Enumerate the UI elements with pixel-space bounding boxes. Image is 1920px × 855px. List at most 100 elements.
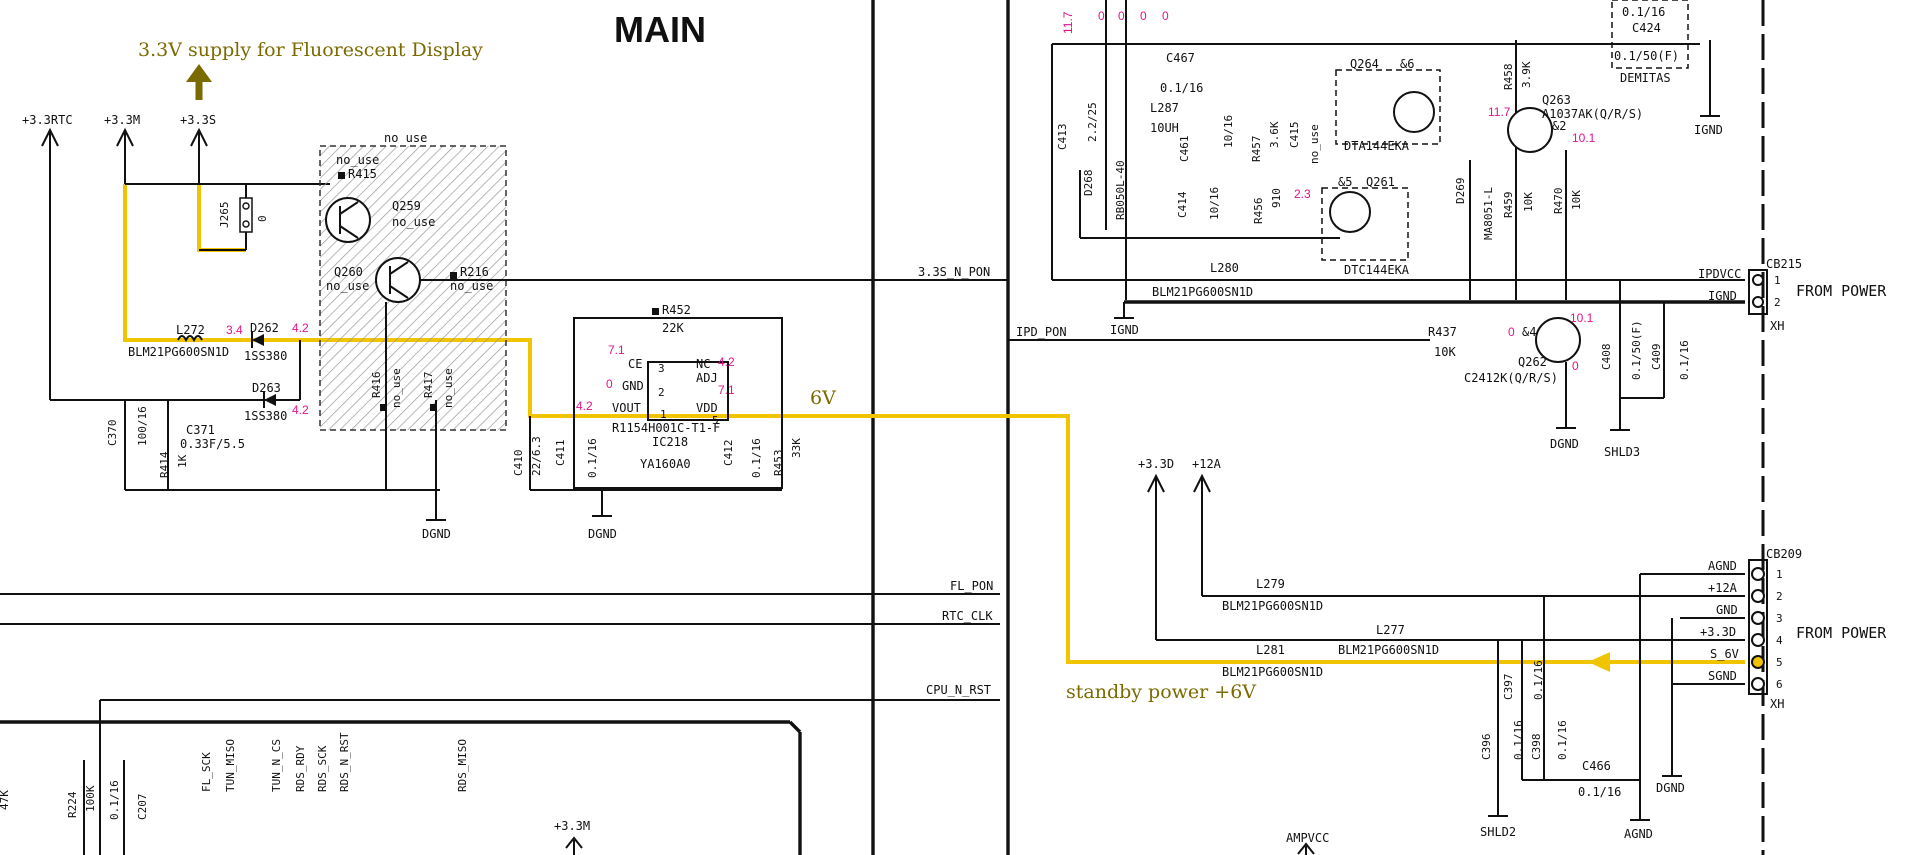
r453-label: R453	[772, 450, 785, 477]
voltage-0-q262: 0	[1508, 325, 1515, 339]
voltage-0-q262-b: 0	[1572, 359, 1579, 373]
net-ignd: IGND	[1708, 289, 1737, 303]
cb209-pin-name: S_6V	[1710, 647, 1739, 661]
l272-value: BLM21PG600SN1D	[128, 345, 229, 359]
c410-label: C410	[512, 450, 525, 477]
r458-value: 3.9K	[1520, 61, 1533, 88]
transistor-q264	[1393, 91, 1435, 133]
c207-label: C207	[136, 794, 149, 821]
c424-top-value: 0.1/16	[1622, 5, 1665, 19]
rail-label-ampvcc: AMPVCC	[1286, 831, 1329, 845]
connector-cb209	[1748, 559, 1768, 695]
c414-value: 10/16	[1208, 187, 1221, 220]
net-cpu-rst: CPU_N_RST	[926, 683, 991, 697]
ground-shld3-label: SHLD3	[1604, 445, 1640, 459]
j265-value: 0	[256, 215, 269, 222]
r415-label: R415	[348, 167, 377, 181]
l272-label: L272	[176, 323, 205, 337]
c370-label: C370	[106, 420, 119, 447]
cb209-pin-6: SGND 6	[1708, 669, 1783, 691]
ground-dgnd-reg	[592, 490, 612, 517]
cb209-pin-2: +12A 2	[1708, 581, 1783, 603]
ground-dgnd-label-3: DGND	[1550, 437, 1579, 451]
c466-label: C466	[1582, 759, 1611, 773]
k47-label: 47K	[0, 790, 11, 810]
r216-label: R216	[460, 265, 489, 279]
voltage-2v3: 2.3	[1294, 187, 1311, 201]
bus-signal-tun-miso: TUN_MISO	[224, 739, 237, 792]
rail-arrow-3v3m	[116, 127, 134, 184]
net-ipd-pon: IPD_PON	[1016, 325, 1067, 339]
d268-label: D268	[1082, 170, 1095, 197]
c410-value: 22/6.3	[530, 436, 543, 476]
r458-label: R458	[1502, 64, 1515, 91]
bus-signal-rds-miso: RDS_MISO	[456, 739, 469, 792]
c398-value: 0.1/16	[1556, 720, 1569, 760]
ground-ignd-top	[1700, 40, 1720, 117]
net-3v3s-pon: 3.3S_N_PON	[918, 265, 990, 279]
q261-label: Q261	[1366, 175, 1395, 189]
c396-value: 0.1/16	[1512, 720, 1525, 760]
d262-value: 1SS380	[244, 349, 287, 363]
rail-arrow-3v3s	[190, 127, 208, 184]
rail-arrow-3v3d	[1147, 473, 1165, 640]
ground-agnd	[1630, 812, 1650, 821]
c411-label: C411	[554, 440, 567, 467]
pin-5: 5	[712, 414, 719, 427]
c370-value: 100/16	[136, 406, 149, 446]
transistor-q259	[325, 197, 371, 243]
c467-value: 0.1/16	[1160, 81, 1203, 95]
bus-signals: FL_SCK TUN_MISO TUN_N_CS RDS_RDY RDS_SCK…	[200, 732, 469, 792]
q264-box	[1335, 69, 1441, 145]
r452-label: R452	[662, 303, 691, 317]
l281-value: BLM21PG600SN1D	[1222, 665, 1323, 679]
rail-label-3v3s: +3.3S	[180, 113, 216, 127]
r453-value: 33K	[790, 438, 803, 458]
d263-value: 1SS380	[244, 409, 287, 423]
ground-agnd-label: AGND	[1624, 827, 1653, 841]
ground-shld3	[1610, 398, 1630, 431]
c415-label: C415	[1288, 122, 1301, 149]
r415-value: no_use	[336, 153, 379, 167]
l277-label: L277	[1376, 623, 1405, 637]
cb209-xh: XH	[1770, 697, 1784, 711]
r416-value: no_use	[390, 368, 403, 408]
voltage-0-top-a: 0	[1098, 9, 1105, 23]
c467-label: C467	[1166, 51, 1195, 65]
cb215-pin1: 1	[1774, 274, 1781, 287]
c207-value: 0.1/16	[108, 780, 121, 820]
voltage-4v2-a: 4.2	[292, 321, 309, 335]
l281-label: L281	[1256, 643, 1285, 657]
ground-dgnd-left	[426, 490, 446, 521]
r456-label: R456	[1252, 198, 1265, 225]
pin-adj: ADJ	[696, 371, 718, 385]
connector-cb215	[1748, 269, 1768, 315]
r414-value: 1K	[176, 454, 189, 468]
r216-value: no_use	[450, 279, 493, 293]
q259-label: Q259	[392, 199, 421, 213]
voltage-11v7: 11.7	[1061, 11, 1075, 34]
q262-part: C2412K(Q/R/S)	[1464, 371, 1558, 385]
q261-box	[1321, 187, 1409, 261]
rail-label-3v3m: +3.3M	[104, 113, 140, 127]
l280-label: L280	[1210, 261, 1239, 275]
regulator-outline	[573, 317, 783, 489]
ground-shld2	[1488, 800, 1508, 817]
bus-signal-fl-sck: FL_SCK	[200, 752, 213, 792]
r414-label: R414	[158, 451, 171, 478]
q261-part: DTC144EKA	[1344, 263, 1410, 277]
cb209-pin-name: +12A	[1708, 581, 1738, 595]
c424-label: C424	[1632, 21, 1661, 35]
diode-d262	[252, 334, 264, 346]
c461-value: 10/16	[1222, 115, 1235, 148]
r224-value: 100K	[84, 785, 97, 812]
page-title: MAIN	[614, 9, 706, 50]
c413-label: C413	[1056, 124, 1069, 151]
cb209-pin-number: 5	[1776, 656, 1783, 669]
c412-label: C412	[722, 440, 735, 467]
pin-gnd: GND	[622, 379, 644, 393]
c397-label: C397	[1502, 674, 1515, 701]
diode-d263	[264, 394, 276, 406]
pin-vdd: VDD	[696, 401, 718, 415]
